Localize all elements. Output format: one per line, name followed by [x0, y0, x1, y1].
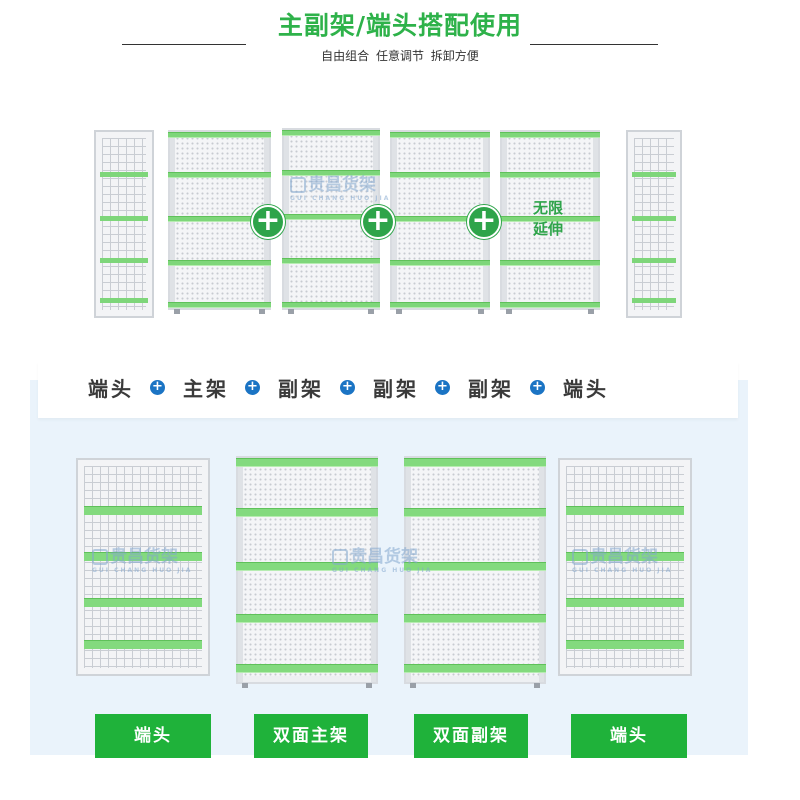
combo-item-sub-shelf: 副架	[468, 376, 514, 401]
plus-circle-icon: +	[340, 379, 355, 395]
sub-shelf	[500, 130, 600, 314]
main-shelf	[168, 130, 271, 314]
combination-formula: 端头 + 主架 + 副架 + 副架 + 副架 + 端头	[88, 370, 609, 404]
brand-watermark: 贵昌货架 GUI CHANG HUO JIA	[290, 175, 391, 202]
label-end-cap-left: 端头	[95, 714, 211, 758]
plus-circle-icon: +	[435, 379, 450, 395]
double-sided-main-shelf	[236, 456, 378, 688]
shelf-combination-illustration: 贵昌货架 GUI CHANG HUO JIA	[0, 120, 800, 330]
combo-item-end-cap: 端头	[563, 376, 609, 401]
plus-circle-icon: +	[150, 379, 165, 395]
plus-icon: +	[467, 205, 501, 239]
brand-watermark: 贵昌货架 GUI CHANG HUO JIA	[572, 547, 673, 574]
brand-logo-icon	[92, 549, 108, 565]
end-cap-shelf-right	[626, 130, 682, 318]
end-cap-shelf-left	[94, 130, 154, 318]
label-end-cap-right: 端头	[571, 714, 687, 758]
plus-circle-icon: +	[245, 379, 260, 395]
unlimited-extension-label: 无限 延伸	[532, 199, 563, 238]
plus-icon: +	[251, 205, 285, 239]
end-cap-shelf-left-large	[76, 458, 210, 676]
end-cap-shelf-right-large	[558, 458, 692, 676]
sub-shelf	[282, 128, 380, 314]
label-double-sided-sub: 双面副架	[414, 714, 528, 758]
page-subtitle: 自由组合 任意调节 拆卸方便	[321, 49, 479, 63]
page-title: 主副架/端头搭配使用	[277, 11, 523, 40]
double-sided-sub-shelf	[404, 456, 546, 688]
brand-logo-icon	[572, 549, 588, 565]
label-double-sided-main: 双面主架	[254, 714, 368, 758]
brand-watermark: 贵昌货架 GUI CHANG HUO JIA	[332, 547, 433, 574]
plus-icon: +	[361, 205, 395, 239]
brand-logo-icon	[290, 177, 306, 193]
combo-item-sub-shelf: 副架	[373, 376, 419, 401]
combo-item-sub-shelf: 副架	[278, 376, 324, 401]
combo-item-end-cap: 端头	[88, 376, 134, 401]
plus-circle-icon: +	[530, 379, 545, 395]
title-rule-left	[122, 44, 246, 45]
brand-logo-icon	[332, 549, 348, 565]
brand-watermark: 贵昌货架 GUI CHANG HUO JIA	[92, 547, 193, 574]
title-rule-right	[530, 44, 658, 45]
combo-item-main-shelf: 主架	[183, 376, 229, 401]
